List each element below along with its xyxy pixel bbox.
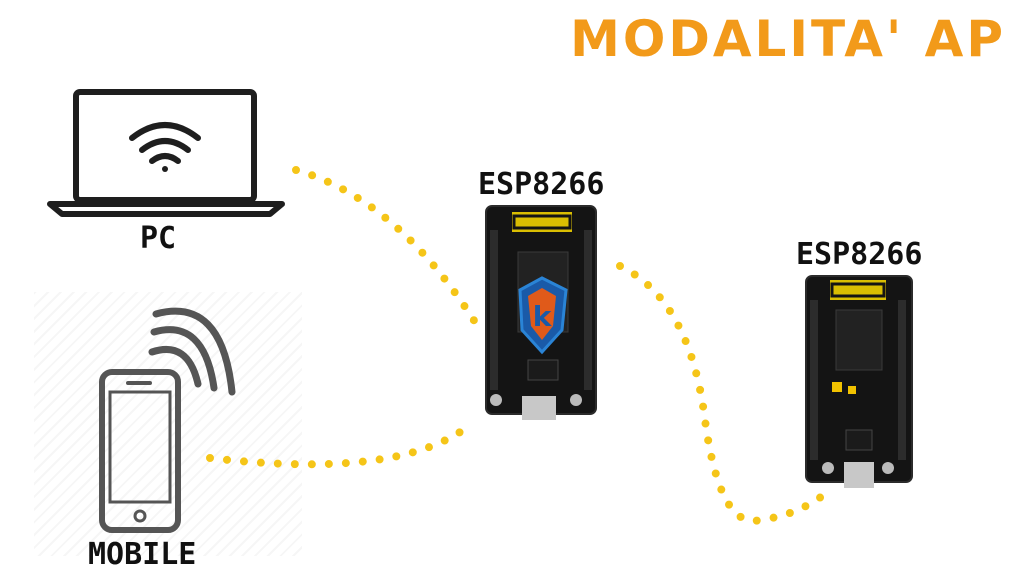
- svg-text:k: k: [533, 300, 553, 333]
- esp8266-label-2: ESP8266: [796, 237, 923, 272]
- esp8266-board-icon: k: [485, 205, 597, 420]
- link-pc-to-esp1: [292, 166, 484, 334]
- laptop-icon: [47, 89, 285, 217]
- link-esp1-to-esp2: [616, 262, 834, 525]
- esp8266-board-icon-2: [805, 275, 913, 488]
- wifi-icon: [129, 122, 201, 172]
- smartphone-icon: [99, 369, 181, 533]
- mobile-label: MOBILE: [88, 537, 197, 572]
- esp8266-label-1: ESP8266: [478, 167, 605, 202]
- link-mobile-to-esp1: [206, 421, 474, 469]
- shield-logo-icon: k: [518, 276, 568, 355]
- page-title: MODALITA' AP: [570, 10, 1006, 68]
- pc-label: PC: [140, 221, 177, 256]
- mobile-background-pattern: [34, 292, 302, 556]
- signal-waves-icon: [148, 307, 236, 396]
